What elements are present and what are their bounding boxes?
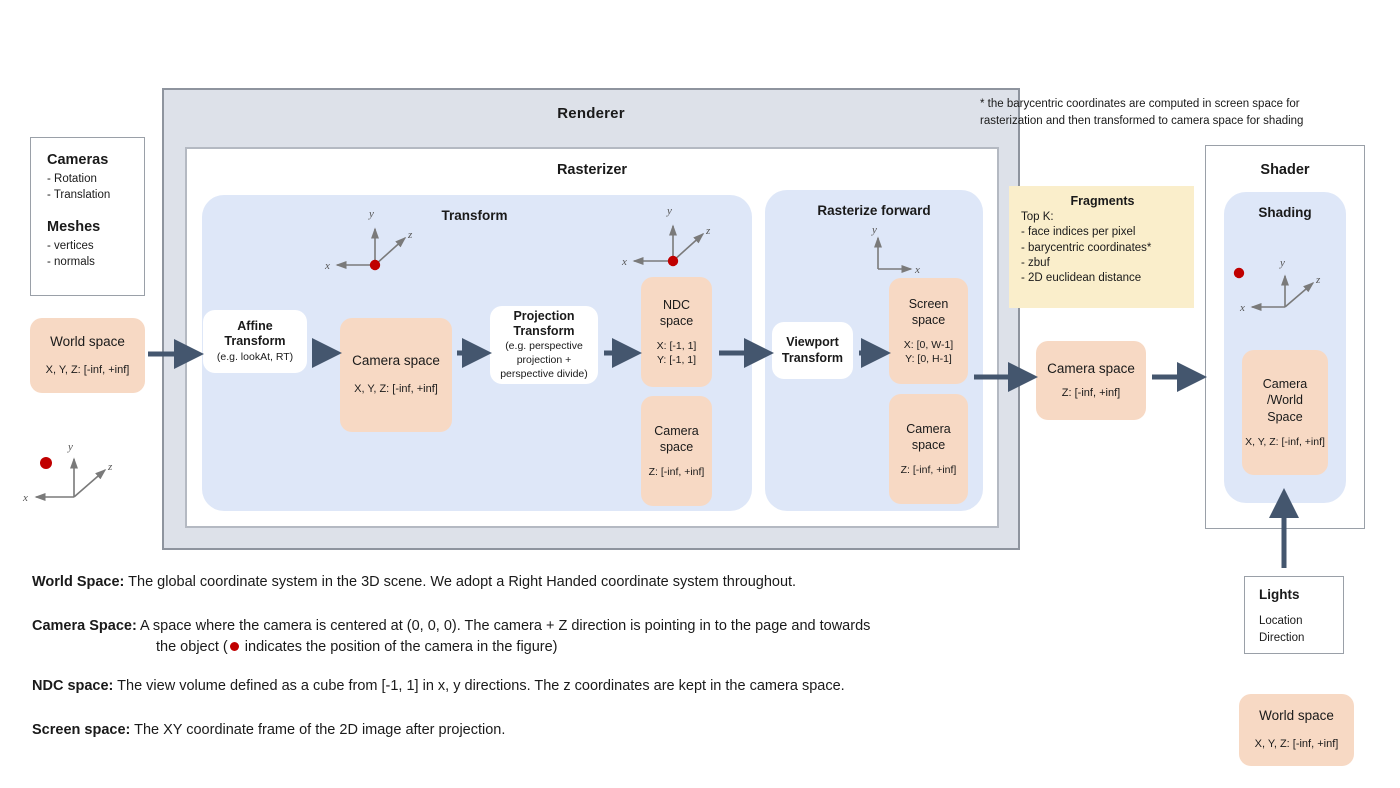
legend-text-camera-space: A space where the camera is centered at … bbox=[136, 618, 871, 635]
cameras-heading: Cameras bbox=[47, 152, 109, 168]
lights-item-direction: Direction bbox=[1259, 631, 1305, 644]
screen-space-title-1: Screen bbox=[908, 296, 949, 311]
viewport-transform-title-1: Viewport bbox=[786, 335, 839, 350]
affine-transform-title-1: Affine bbox=[237, 319, 273, 334]
ndc-space-range-x: X: [-1, 1] bbox=[656, 340, 697, 353]
affine-transform-box: Affine Transform (e.g. lookAt, RT) bbox=[203, 310, 307, 373]
camera-space-3-range: Z: [-inf, +inf] bbox=[900, 464, 957, 477]
legend-text-screen-space: The XY coordinate frame of the 2D image … bbox=[130, 722, 506, 739]
legend-text-world-space: The global coordinate system in the 3D s… bbox=[124, 574, 797, 590]
legend-term-ndc-space: NDC space: bbox=[32, 678, 114, 695]
fragments-line-3: - zbuf bbox=[1021, 256, 1050, 269]
camera-space-3-title-2: space bbox=[911, 437, 946, 452]
camera-space-3-title-1: Camera bbox=[906, 421, 951, 436]
legend-term-world-space: World Space: bbox=[32, 574, 125, 590]
lights-box: Lights Location Direction bbox=[1244, 576, 1344, 654]
axis-gizmo-world bbox=[34, 457, 107, 501]
axis-label-y-world: y bbox=[67, 441, 73, 453]
projection-transform-sub-3: perspective divide) bbox=[500, 368, 588, 381]
camera-world-title-2: /World bbox=[1267, 393, 1303, 408]
camera-world-range: X, Y, Z: [-inf, +inf] bbox=[1245, 435, 1325, 448]
camera-dot-world bbox=[40, 457, 52, 469]
screen-space-range-y: Y: [0, H-1] bbox=[905, 353, 952, 366]
camera-space-2-range: Z: [-inf, +inf] bbox=[648, 466, 705, 479]
fragments-title: Fragments bbox=[1070, 194, 1135, 208]
lights-item-location: Location bbox=[1259, 615, 1303, 627]
cameras-item-rotation: - Rotation bbox=[47, 173, 97, 185]
camera-space-box-1: Camera space X, Y, Z: [-inf, +inf] bbox=[340, 318, 452, 432]
shader-title: Shader bbox=[1260, 162, 1310, 178]
cameras-item-translation: - Translation bbox=[47, 189, 111, 202]
legend-text-ndc-space: The view volume defined as a cube from [… bbox=[113, 678, 845, 695]
world-space-box: World space X, Y, Z: [-inf, +inf] bbox=[30, 318, 145, 393]
viewport-transform-title-2: Transform bbox=[781, 350, 844, 365]
rasterizer-title: Rasterizer bbox=[556, 162, 628, 178]
world-space-box-2: World space X, Y, Z: [-inf, +inf] bbox=[1239, 694, 1354, 766]
world-space-title: World space bbox=[50, 333, 125, 349]
screen-space-range-x: X: [0, W-1] bbox=[903, 339, 954, 352]
cameras-meshes-box: Cameras - Rotation - Translation Meshes … bbox=[30, 137, 145, 296]
ndc-space-title-2: space bbox=[659, 313, 694, 328]
camera-space-2-title-2: space bbox=[659, 439, 694, 454]
legend-row-camera-space: Camera Space: A space where the camera i… bbox=[32, 616, 1152, 658]
fragments-box: Fragments Top K: - face indices per pixe… bbox=[1009, 186, 1194, 308]
camera-space-1-range: X, Y, Z: [-inf, +inf] bbox=[354, 383, 438, 396]
world-space-range: X, Y, Z: [-inf, +inf] bbox=[45, 363, 130, 376]
screen-space-box: Screen space X: [0, W-1] Y: [0, H-1] bbox=[889, 278, 968, 384]
projection-transform-sub-2: projection + bbox=[516, 354, 572, 367]
legend-row-screen-space: Screen space: The XY coordinate frame of… bbox=[32, 720, 1152, 741]
legend-camera-space-line2b: indicates the position of the camera in … bbox=[240, 639, 558, 656]
shading-panel-title: Shading bbox=[1258, 205, 1312, 220]
legend-row-ndc-space: NDC space: The view volume defined as a … bbox=[32, 676, 1152, 697]
world-space-2-range: X, Y, Z: [-inf, +inf] bbox=[1254, 738, 1339, 751]
camera-space-4-range: Z: [-inf, +inf] bbox=[1061, 386, 1121, 399]
camera-world-title-1: Camera bbox=[1262, 377, 1308, 392]
axis-label-x-world: x bbox=[22, 492, 28, 504]
camera-space-4-title: Camera space bbox=[1047, 360, 1135, 376]
lights-heading: Lights bbox=[1259, 587, 1300, 602]
barycentric-footnote: * the barycentric coordinates are comput… bbox=[980, 98, 1304, 127]
meshes-heading: Meshes bbox=[47, 218, 101, 235]
projection-transform-sub-1: (e.g. perspective bbox=[505, 340, 583, 353]
camera-world-space-box: Camera /World Space X, Y, Z: [-inf, +inf… bbox=[1242, 350, 1328, 475]
transform-panel-title: Transform bbox=[441, 208, 508, 223]
fragments-line-1: - face indices per pixel bbox=[1021, 226, 1136, 239]
camera-dot-icon bbox=[229, 641, 239, 651]
camera-space-2-title-1: Camera bbox=[654, 423, 699, 438]
camera-space-box-4: Camera space Z: [-inf, +inf] bbox=[1036, 341, 1146, 420]
axis-label-z-world: z bbox=[107, 461, 113, 473]
legend-block: World Space: The global coordinate syste… bbox=[32, 572, 1152, 764]
projection-transform-box: Projection Transform (e.g. perspective p… bbox=[490, 306, 598, 384]
fragments-line-2: - barycentric coordinates* bbox=[1021, 241, 1152, 254]
fragments-line-0: Top K: bbox=[1021, 211, 1054, 223]
screen-space-title-2: space bbox=[911, 312, 946, 327]
legend-term-screen-space: Screen space: bbox=[32, 722, 131, 739]
ndc-space-box: NDC space X: [-1, 1] Y: [-1, 1] bbox=[641, 277, 712, 387]
legend-term-camera-space: Camera Space: bbox=[32, 618, 137, 635]
affine-transform-sub: (e.g. lookAt, RT) bbox=[216, 350, 294, 363]
legend-camera-space-line2: the object ( indicates the position of t… bbox=[32, 637, 1152, 658]
legend-row-world-space: World Space: The global coordinate syste… bbox=[32, 572, 1152, 593]
renderer-title: Renderer bbox=[557, 105, 625, 122]
rasterize-forward-panel-title: Rasterize forward bbox=[817, 203, 931, 218]
camera-space-box-2: Camera space Z: [-inf, +inf] bbox=[641, 396, 712, 506]
ndc-space-range-y: Y: [-1, 1] bbox=[656, 354, 697, 367]
camera-space-1-title: Camera space bbox=[352, 353, 440, 369]
world-space-2-title: World space bbox=[1259, 708, 1334, 724]
viewport-transform-box: Viewport Transform bbox=[772, 322, 853, 379]
ndc-space-title-1: NDC bbox=[662, 297, 691, 312]
legend-camera-space-line2a: the object ( bbox=[156, 639, 228, 656]
meshes-item-vertices: - vertices bbox=[47, 239, 94, 252]
projection-transform-title-2: Transform bbox=[513, 323, 575, 338]
projection-transform-title-1: Projection bbox=[513, 308, 575, 323]
camera-space-box-3: Camera space Z: [-inf, +inf] bbox=[889, 394, 968, 504]
meshes-item-normals: - normals bbox=[47, 255, 95, 268]
camera-world-title-3: Space bbox=[1267, 409, 1303, 424]
fragments-line-4: - 2D euclidean distance bbox=[1021, 272, 1142, 285]
affine-transform-title-2: Transform bbox=[224, 334, 286, 349]
